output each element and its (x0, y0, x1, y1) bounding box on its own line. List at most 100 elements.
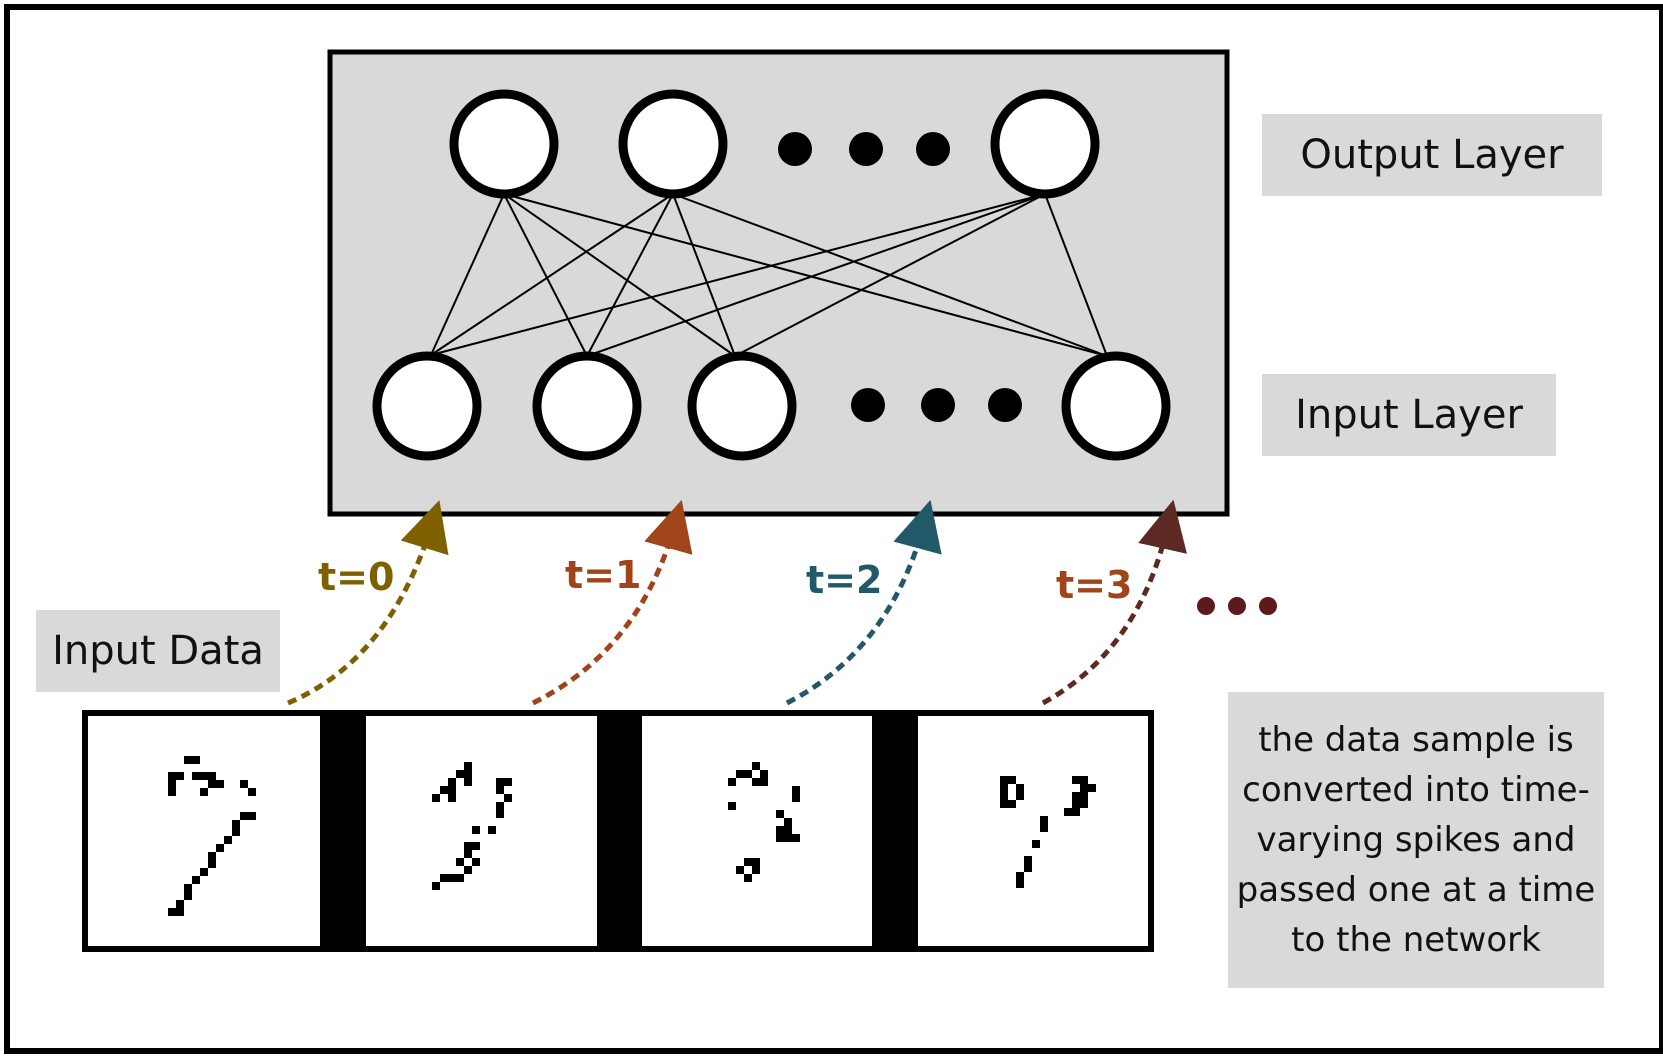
spike-pixel (1016, 792, 1024, 800)
input-neuron (687, 351, 797, 461)
spike-pixel (496, 778, 504, 786)
spike-pixel (184, 892, 192, 900)
spike-pixel (1016, 872, 1024, 880)
spike-pixel (168, 788, 176, 796)
spike-pixel (504, 778, 512, 786)
spike-pixel (1064, 808, 1072, 816)
spike-pixel (208, 780, 216, 788)
spike-pixel (1008, 800, 1016, 808)
spike-pixel (1080, 776, 1088, 784)
explanation-note: the data sample is converted into time- … (1228, 692, 1604, 988)
spike-pixel (728, 778, 736, 786)
spike-frame-t2 (642, 716, 872, 946)
spike-pixel (224, 836, 232, 844)
output-layer-label: Output Layer (1262, 114, 1602, 196)
spike-pixel (728, 802, 736, 810)
spike-pixels (168, 756, 1096, 916)
output-neuron (990, 89, 1100, 199)
spike-pixel (1000, 776, 1008, 784)
note-line: converted into time- (1242, 770, 1590, 810)
spike-pixel (432, 794, 440, 802)
spike-pixel (752, 778, 760, 786)
spike-pixel (464, 842, 472, 850)
spike-pixel (1080, 800, 1088, 808)
spike-pixel (192, 772, 200, 780)
spike-pixel (448, 874, 456, 882)
spike-pixel (776, 834, 784, 842)
input-neuron (372, 351, 482, 461)
spike-pixel (792, 794, 800, 802)
spike-pixel (1024, 864, 1032, 872)
spike-pixel (760, 778, 768, 786)
spike-pixel (1032, 840, 1040, 848)
spike-pixel (184, 756, 192, 764)
spike-pixel (192, 756, 200, 764)
spike-pixel (1040, 816, 1048, 824)
spike-pixel (1088, 784, 1096, 792)
output-neuron (618, 89, 728, 199)
spike-pixel (440, 874, 448, 882)
spike-pixel (1040, 824, 1048, 832)
timestep-label: t=1 (565, 553, 641, 597)
input-data-label: Input Data (36, 610, 280, 692)
spike-pixel (784, 834, 792, 842)
spike-frame-t3 (918, 716, 1148, 946)
arrow-t2 (785, 499, 942, 706)
spike-pixel (176, 908, 184, 916)
spike-pixel (176, 772, 184, 780)
spike-pixel (1024, 856, 1032, 864)
spike-pixel (1080, 792, 1088, 800)
note-line: passed one at a time (1236, 870, 1596, 910)
spike-pixel (784, 826, 792, 834)
spike-pixel (1072, 776, 1080, 784)
spike-pixel (168, 908, 176, 916)
spike-pixel (168, 780, 176, 788)
spike-pixel (200, 788, 208, 796)
timestep-label: t=3 (1056, 563, 1132, 607)
input-neuron (1061, 351, 1171, 461)
input-neuron (532, 351, 642, 461)
spike-pixel (752, 762, 760, 770)
spike-frame-t0 (88, 716, 320, 946)
timestep-label: t=2 (806, 558, 882, 602)
spike-pixel (496, 810, 504, 818)
spike-pixel (232, 820, 240, 828)
spike-pixel (1072, 792, 1080, 800)
spike-pixel (744, 858, 752, 866)
spike-pixel (432, 882, 440, 890)
spike-pixel (200, 772, 208, 780)
spike-pixel (776, 826, 784, 834)
output-ellipsis (778, 132, 950, 166)
spike-pixel (456, 770, 464, 778)
spike-pixel (1000, 800, 1008, 808)
spike-pixel (792, 786, 800, 794)
input-layer-label: Input Layer (1262, 374, 1556, 456)
spike-pixel (208, 772, 216, 780)
spike-pixel (464, 866, 472, 874)
spike-pixel (1000, 792, 1008, 800)
spike-pixel (1080, 784, 1088, 792)
spike-pixel (464, 778, 472, 786)
spike-pixel (216, 844, 224, 852)
input-layer (372, 351, 1171, 461)
spike-pixel (472, 826, 480, 834)
arrow-t1 (531, 499, 693, 706)
spike-pixel (744, 874, 752, 882)
spike-pixel (464, 762, 472, 770)
spike-pixel (736, 866, 744, 874)
spike-pixel (440, 786, 448, 794)
spike-pixel (744, 770, 752, 778)
spike-pixel (176, 900, 184, 908)
arrow-t3 (1041, 499, 1187, 706)
spike-pixel (248, 788, 256, 796)
spike-pixel (1008, 776, 1016, 784)
spike-pixel (200, 868, 208, 876)
spike-pixel (488, 826, 496, 834)
output-neuron (449, 89, 559, 199)
spike-pixel (1016, 880, 1024, 888)
spike-pixel (448, 778, 456, 786)
note-line: varying spikes and (1256, 820, 1576, 860)
spike-pixel (240, 812, 248, 820)
spike-pixel (472, 842, 480, 850)
